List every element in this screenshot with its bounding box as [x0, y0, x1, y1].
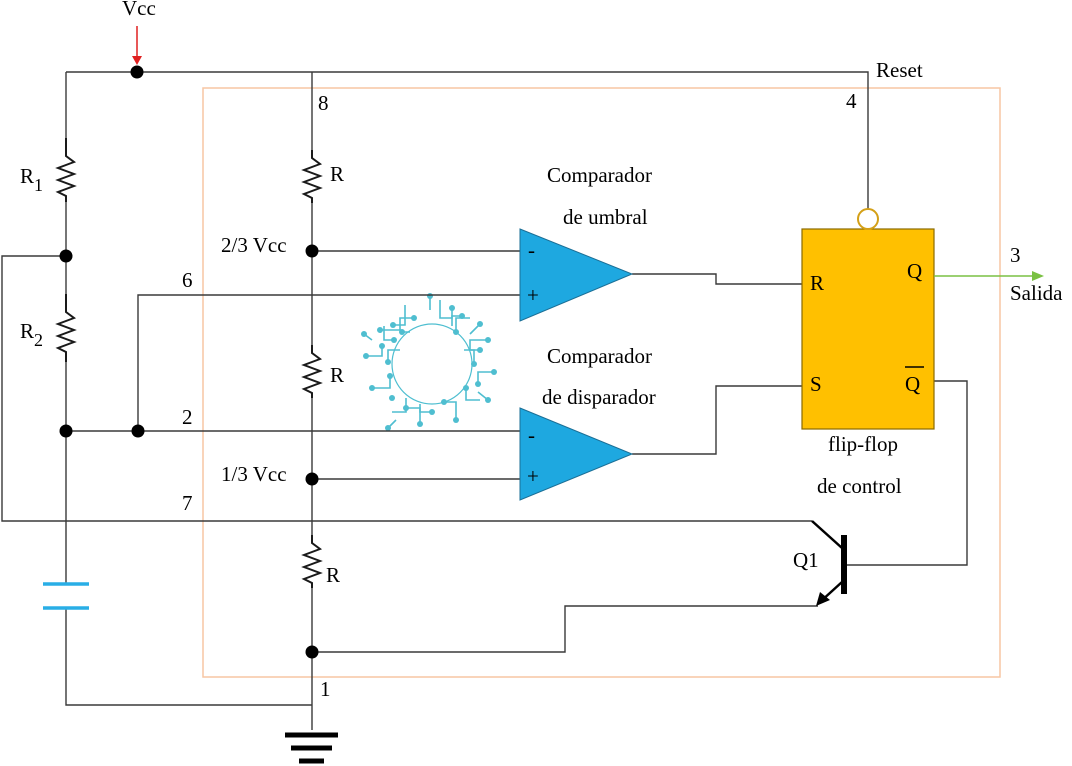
threshold-comparator-subtitle: de umbral — [563, 205, 648, 229]
node-r2-cap — [59, 424, 73, 438]
pin-6-label: 6 — [182, 268, 193, 292]
circuit-board-watermark-icon — [361, 293, 497, 431]
divider-r-mid-label: R — [330, 363, 344, 387]
trigger-plus-label: + — [527, 464, 539, 488]
output-label: Salida — [1010, 281, 1063, 305]
discharge-wire — [1, 255, 812, 522]
pin-2-label: 2 — [182, 405, 193, 429]
flipflop-box — [801, 228, 935, 430]
emitter-wire — [312, 605, 818, 653]
r1-resistor — [55, 138, 77, 202]
divider-r-top-label: R — [330, 162, 344, 186]
trigger-out-wire — [632, 385, 802, 455]
vcc-rail-wire — [66, 71, 869, 210]
flipflop-s-label: S — [810, 372, 822, 396]
divider-r-mid — [301, 345, 323, 398]
vcc-label: Vcc — [122, 0, 156, 20]
pin-3-label: 3 — [1010, 243, 1021, 267]
flipflop-r-label: R — [810, 271, 824, 295]
r2-resistor — [55, 294, 77, 362]
reset-label: Reset — [876, 58, 923, 82]
r2-label: R2 — [20, 319, 43, 350]
node-two-thirds — [305, 244, 319, 258]
trigger-comparator — [519, 407, 634, 501]
transistor-q1-label: Q1 — [793, 548, 819, 572]
two-thirds-vcc-label: 2/3 Vcc — [221, 233, 287, 257]
pin-7-label: 7 — [182, 491, 193, 515]
threshold-plus-label: + — [527, 283, 539, 307]
vcc-arrow-icon — [132, 26, 142, 65]
output-arrow-icon — [934, 271, 1044, 281]
qbar-wire — [844, 380, 968, 566]
node-r1-r2 — [59, 249, 73, 263]
flipflop-q-label: Q — [907, 259, 922, 283]
threshold-comparator-title: Comparador — [547, 163, 652, 187]
pin-4-label: 4 — [846, 89, 857, 113]
flipflop-caption-1: flip-flop — [828, 432, 898, 456]
r1-label: R1 — [20, 164, 43, 195]
trigger-comparator-subtitle: de disparador — [542, 385, 656, 409]
pin-1-label: 1 — [320, 677, 331, 701]
chip-outline — [202, 87, 1001, 678]
node-one-third — [305, 472, 319, 486]
ground-icon — [285, 732, 338, 764]
reset-inversion-bubble — [857, 208, 879, 230]
divider-r-top — [301, 150, 323, 203]
divider-r-bot — [301, 535, 323, 588]
one-third-vcc-label: 1/3 Vcc — [221, 462, 287, 486]
node-ground — [305, 645, 319, 659]
transistor-q1-icon — [811, 520, 847, 606]
threshold-comparator — [519, 228, 634, 322]
cap-bottom-wire — [65, 608, 312, 706]
node-vcc — [130, 65, 144, 79]
threshold-minus-label: - — [528, 238, 535, 262]
trigger-minus-label: - — [528, 423, 535, 447]
flipflop-caption-2: de control — [817, 474, 902, 498]
divider-r-bot-label: R — [326, 563, 340, 587]
threshold-out-wire — [632, 273, 802, 285]
flipflop-qbar-label: Q — [905, 372, 920, 396]
pin-8-label: 8 — [318, 91, 329, 115]
threshold-wire — [137, 294, 520, 431]
node-pin6 — [131, 424, 145, 438]
trigger-comparator-title: Comparador — [547, 344, 652, 368]
